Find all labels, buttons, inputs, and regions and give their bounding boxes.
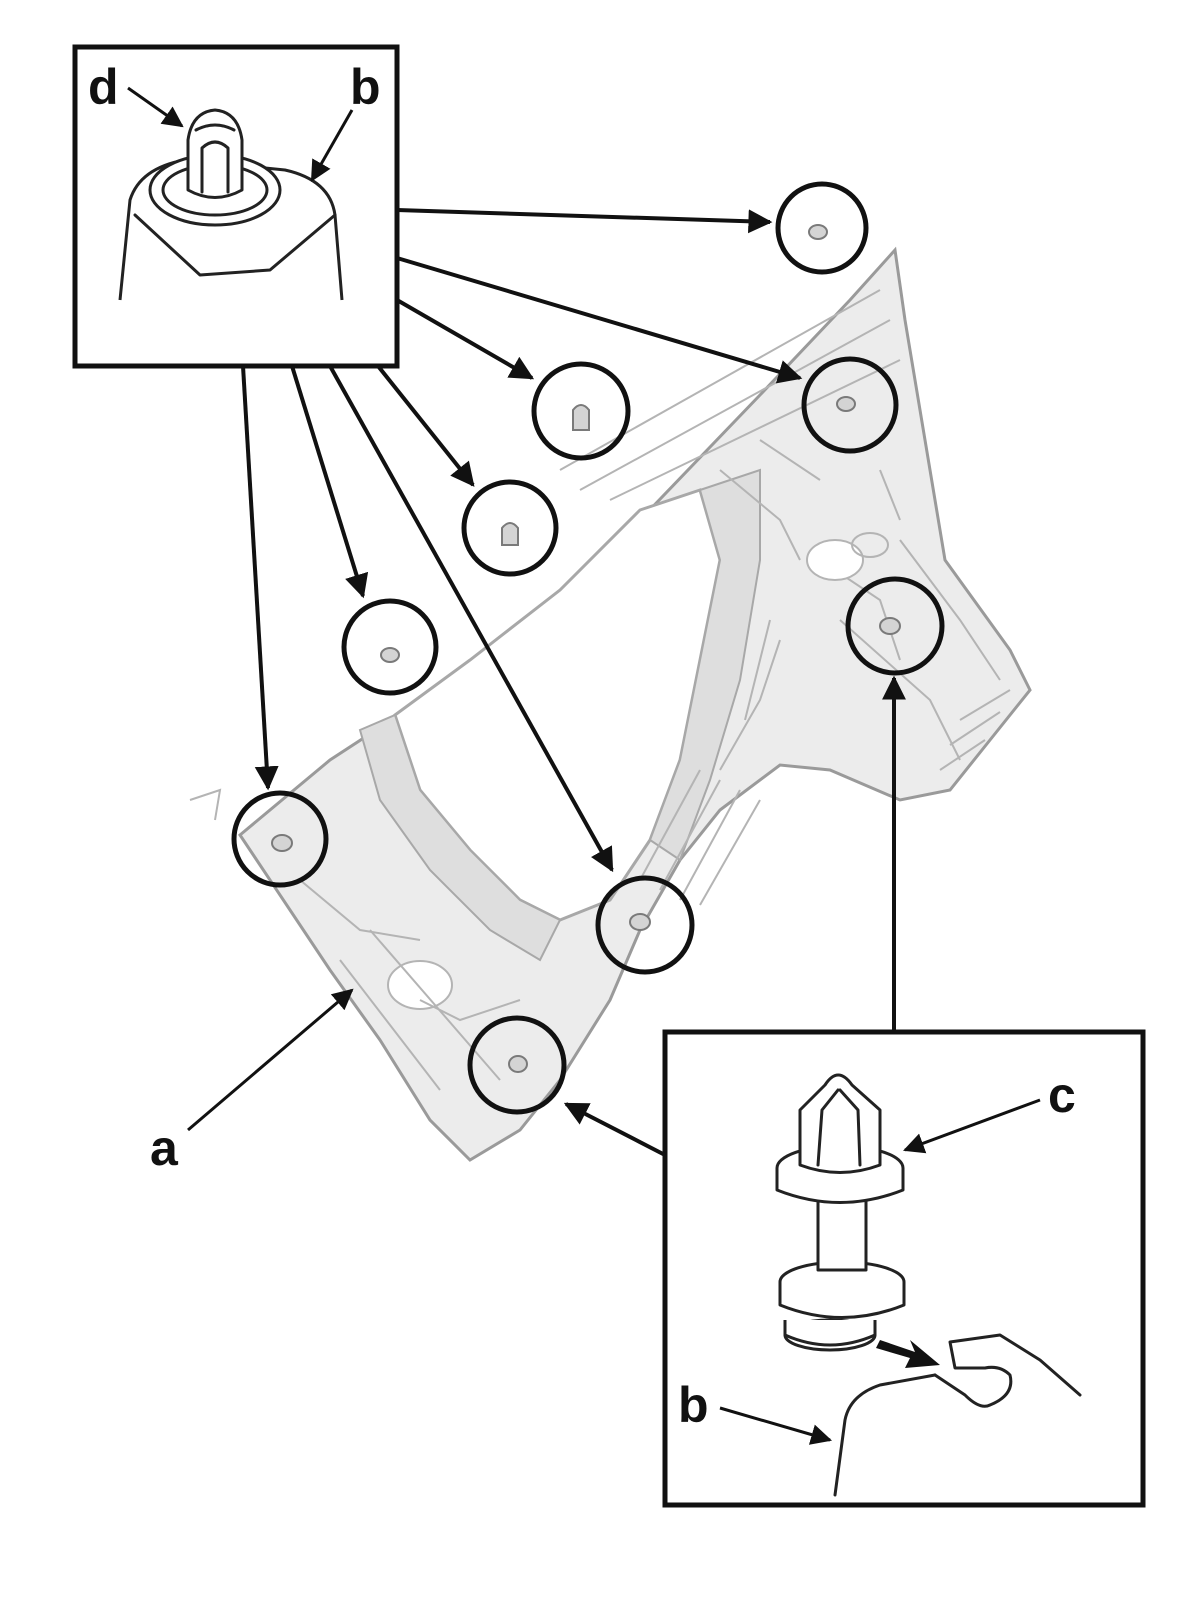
clip-location-2	[801, 356, 899, 454]
clip-location-7	[595, 875, 695, 975]
label-b-bottom: b	[678, 1377, 709, 1433]
inset-clip-c	[662, 1029, 1146, 1508]
callout-labels: d b a c b	[88, 59, 1076, 1445]
clip-callouts	[231, 181, 945, 1115]
leader-arrows	[241, 208, 906, 1157]
clip-location-9	[845, 576, 945, 676]
clip-location-4	[461, 479, 559, 577]
clip-location-3	[531, 361, 631, 461]
clip-location-6	[231, 790, 329, 888]
label-b-top: b	[350, 59, 381, 115]
clip-location-5	[341, 598, 439, 696]
label-a: a	[150, 1120, 179, 1176]
trim-panel	[189, 246, 1032, 1162]
label-c: c	[1048, 1067, 1076, 1123]
clip-location-1	[775, 181, 869, 275]
clip-location-8	[467, 1015, 567, 1115]
label-d: d	[88, 59, 119, 115]
inset-clip-d	[72, 44, 400, 369]
